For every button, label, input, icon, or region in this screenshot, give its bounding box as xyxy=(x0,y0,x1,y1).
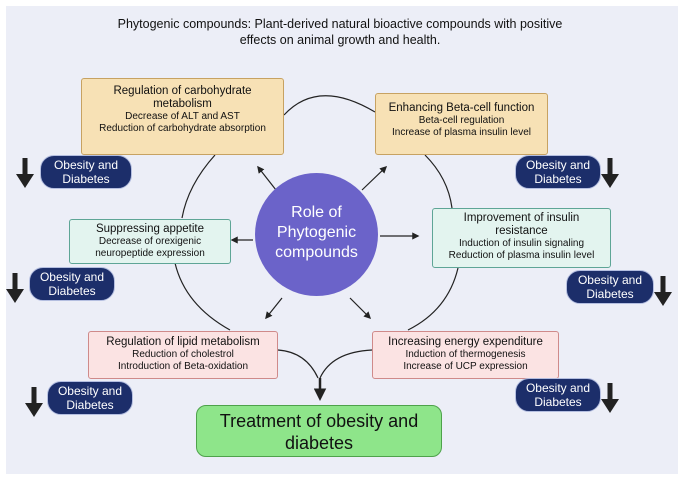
badge-obesity-diabetes: Obesity and Diabetes xyxy=(515,378,601,412)
treatment-text: Treatment of obesity and xyxy=(219,411,419,431)
box-heading: resistance xyxy=(495,225,548,237)
down-arrow-icon xyxy=(6,273,24,303)
box-detail: Reduction of carbohydrate absorption xyxy=(99,123,266,134)
cycle-arc-upper-right xyxy=(424,154,453,209)
box-heading: Regulation of lipid metabolism xyxy=(106,336,260,348)
cycle-arc-lower-left xyxy=(174,262,231,331)
badge-text: Obesity and xyxy=(57,384,123,398)
box-heading: Enhancing Beta-cell function xyxy=(388,102,535,114)
down-arrow-icon xyxy=(601,383,619,413)
box-heading: Regulation of carbohydrate xyxy=(113,85,252,97)
box-detail: Introduction of Beta-oxidation xyxy=(117,361,249,372)
badge-text: Diabetes xyxy=(586,287,634,301)
title-line: Phytogenic compounds: Plant-derived natu… xyxy=(117,17,563,31)
cycle-arc-bottom-right xyxy=(319,349,373,379)
badge-obesity-diabetes: Obesity and Diabetes xyxy=(566,270,654,304)
box-detail: Decrease of orexigenic xyxy=(98,236,202,247)
box-heading: Improvement of insulin xyxy=(463,212,580,224)
badge-text: Diabetes xyxy=(48,284,96,298)
box-heading: Suppressing appetite xyxy=(95,223,205,235)
badge-text: Diabetes xyxy=(62,172,110,186)
box-carbohydrate-metabolism: Regulation of carbohydrate metabolism De… xyxy=(81,78,284,155)
box-detail: Increase of plasma insulin level xyxy=(392,127,531,138)
badge-obesity-diabetes: Obesity and Diabetes xyxy=(515,155,601,189)
box-detail: Increase of UCP expression xyxy=(403,361,528,372)
down-arrow-icon xyxy=(654,276,672,306)
down-arrow-icon xyxy=(16,158,34,188)
badge-text: Diabetes xyxy=(534,172,582,186)
center-label: compounds xyxy=(275,244,358,261)
badge-text: Diabetes xyxy=(534,395,582,409)
cycle-arc-lower-right xyxy=(407,267,459,331)
cycle-arc-upper-left xyxy=(181,154,216,219)
down-arrow-icon xyxy=(601,158,619,188)
box-suppressing-appetite: Suppressing appetite Decrease of orexige… xyxy=(69,219,231,264)
badge-text: Obesity and xyxy=(39,270,105,284)
arrow-to-energy xyxy=(349,297,372,320)
box-heading: Increasing energy expenditure xyxy=(388,336,543,348)
box-detail: Induction of insulin signaling xyxy=(458,238,585,249)
box-energy-expenditure: Increasing energy expenditure Induction … xyxy=(372,331,559,379)
diagram-title: Phytogenic compounds: Plant-derived natu… xyxy=(40,16,640,48)
center-label: Role of xyxy=(291,204,342,221)
box-detail: Reduction of plasma insulin level xyxy=(448,250,595,261)
badge-text: Obesity and xyxy=(577,273,643,287)
box-beta-cell-function: Enhancing Beta-cell function Beta-cell r… xyxy=(375,93,548,155)
cycle-arc-bottom-left xyxy=(277,349,319,379)
box-detail: Induction of thermogenesis xyxy=(405,349,526,360)
box-detail: Decrease of ALT and AST xyxy=(125,111,240,122)
arrow-to-carb xyxy=(257,165,277,191)
badge-obesity-diabetes: Obesity and Diabetes xyxy=(40,155,132,189)
center-label: Phytogenic xyxy=(276,224,357,241)
center-circle: Role of Phytogenic compounds xyxy=(255,173,378,296)
badge-text: Obesity and xyxy=(525,158,591,172)
treatment-text: diabetes xyxy=(284,433,354,453)
badge-obesity-diabetes: Obesity and Diabetes xyxy=(29,267,115,301)
down-arrow-icon xyxy=(25,387,43,417)
box-insulin-resistance: Improvement of insulin resistance Induct… xyxy=(432,208,611,268)
treatment-box: Treatment of obesity and diabetes xyxy=(196,405,442,457)
box-heading: metabolism xyxy=(153,98,212,110)
badge-text: Obesity and xyxy=(525,381,591,395)
arrow-to-beta xyxy=(361,166,388,191)
badge-text: Obesity and xyxy=(53,158,119,172)
box-detail: neuropeptide expression xyxy=(95,248,205,259)
arrow-to-lipid xyxy=(265,297,283,320)
box-lipid-metabolism: Regulation of lipid metabolism Reduction… xyxy=(88,331,278,379)
badge-text: Diabetes xyxy=(66,398,114,412)
title-line: effects on animal growth and health. xyxy=(239,33,441,47)
box-detail: Reduction of cholestrol xyxy=(132,349,234,360)
cycle-arc-top xyxy=(283,95,376,116)
badge-obesity-diabetes: Obesity and Diabetes xyxy=(47,381,133,415)
box-detail: Beta-cell regulation xyxy=(418,115,505,126)
